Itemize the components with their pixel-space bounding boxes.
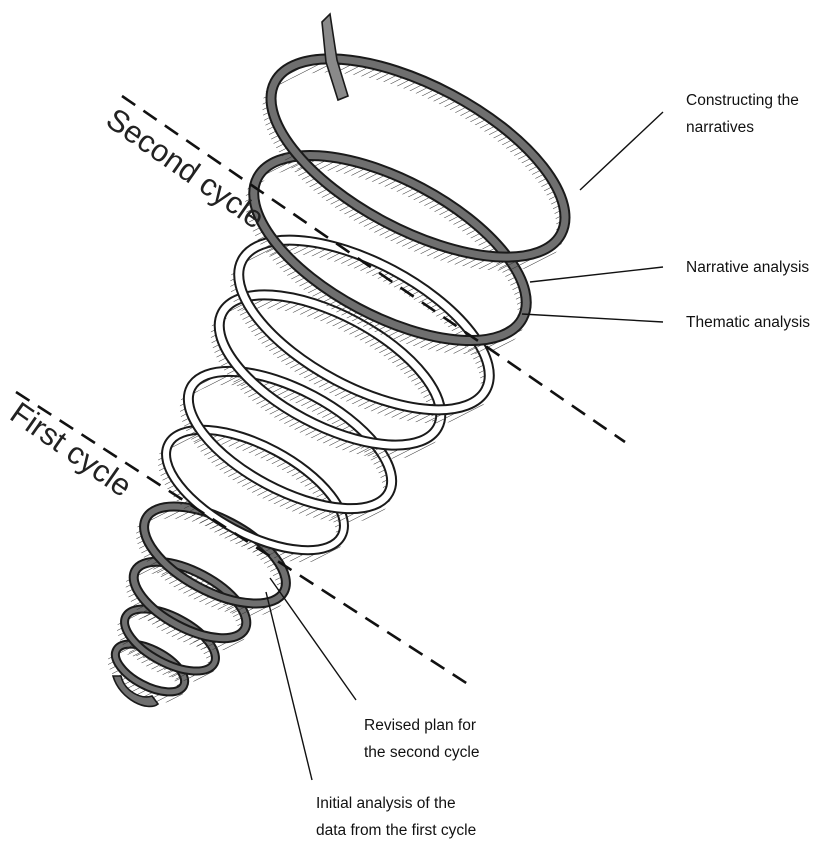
callout-thematic-analysis: Thematic analysis <box>686 314 810 331</box>
callout-revised-line1: Revised plan for <box>364 717 476 734</box>
callout-initial-analysis: Initial analysis of the data from the fi… <box>316 795 476 839</box>
callout-constructing-line1: Constructing the <box>686 92 799 109</box>
spiral-coils <box>104 18 595 708</box>
callout-initial-line2: data from the first cycle <box>316 822 476 839</box>
leader-revised <box>270 578 356 700</box>
leader-initial <box>266 592 312 780</box>
callout-revised-plan: Revised plan for the second cycle <box>364 717 480 761</box>
second-cycle-label: Second cycle <box>100 101 271 235</box>
leader-narrative <box>530 267 663 282</box>
callout-narrative-analysis: Narrative analysis <box>686 259 809 276</box>
callout-revised-line2: the second cycle <box>364 744 479 761</box>
leader-constructing <box>580 112 663 190</box>
callout-constructing: Constructing the narratives <box>686 92 803 136</box>
leader-thematic <box>522 314 663 322</box>
callout-initial-line1: Initial analysis of the <box>316 795 456 812</box>
callout-constructing-line2: narratives <box>686 119 754 136</box>
first-cycle-label: First cycle <box>4 395 138 504</box>
